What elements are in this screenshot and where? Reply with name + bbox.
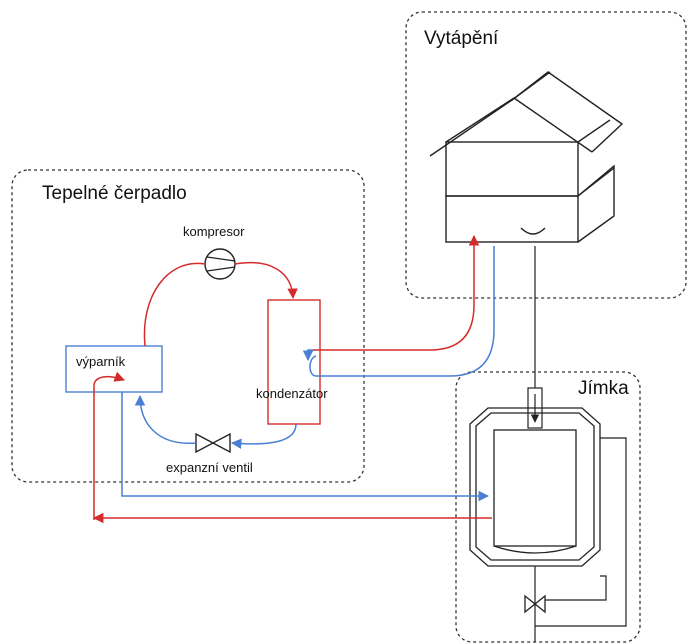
cold-line-evap-to-sump xyxy=(121,392,490,502)
cold-line-valve-to-evaporator xyxy=(134,394,197,444)
heating-region-border xyxy=(405,11,687,299)
hot-line-compressor-to-condenser xyxy=(234,261,298,300)
sump-title: Jímka xyxy=(578,378,629,399)
heat-pump-region-border xyxy=(11,169,365,483)
cold-water-return xyxy=(309,246,495,377)
expansion-valve-icon xyxy=(195,432,231,454)
sump-valve-icon xyxy=(524,594,546,614)
heating-title: Vytápění xyxy=(424,28,499,49)
hot-line-evap-to-compressor xyxy=(143,262,206,347)
cold-water-return-inlet xyxy=(302,349,314,362)
compressor-label: kompresor xyxy=(183,224,245,239)
condenser-label: kondenzátor xyxy=(256,386,328,401)
house-icon xyxy=(429,71,624,243)
sump-pipes xyxy=(527,246,627,642)
hot-line-evap-inlet xyxy=(93,371,125,520)
sump-tank xyxy=(469,407,601,567)
hot-water-to-house xyxy=(313,234,480,351)
sump-region-border xyxy=(455,371,641,643)
heat-pump-title: Tepelné čerpadlo xyxy=(42,183,187,204)
evaporator-label: výparník xyxy=(76,354,126,369)
expansion-valve-label: expanzní ventil xyxy=(166,460,253,475)
condenser-box xyxy=(267,299,321,425)
evaporator-box xyxy=(65,345,163,393)
cold-line-condenser-to-valve xyxy=(230,423,297,449)
compressor-icon xyxy=(204,248,236,280)
